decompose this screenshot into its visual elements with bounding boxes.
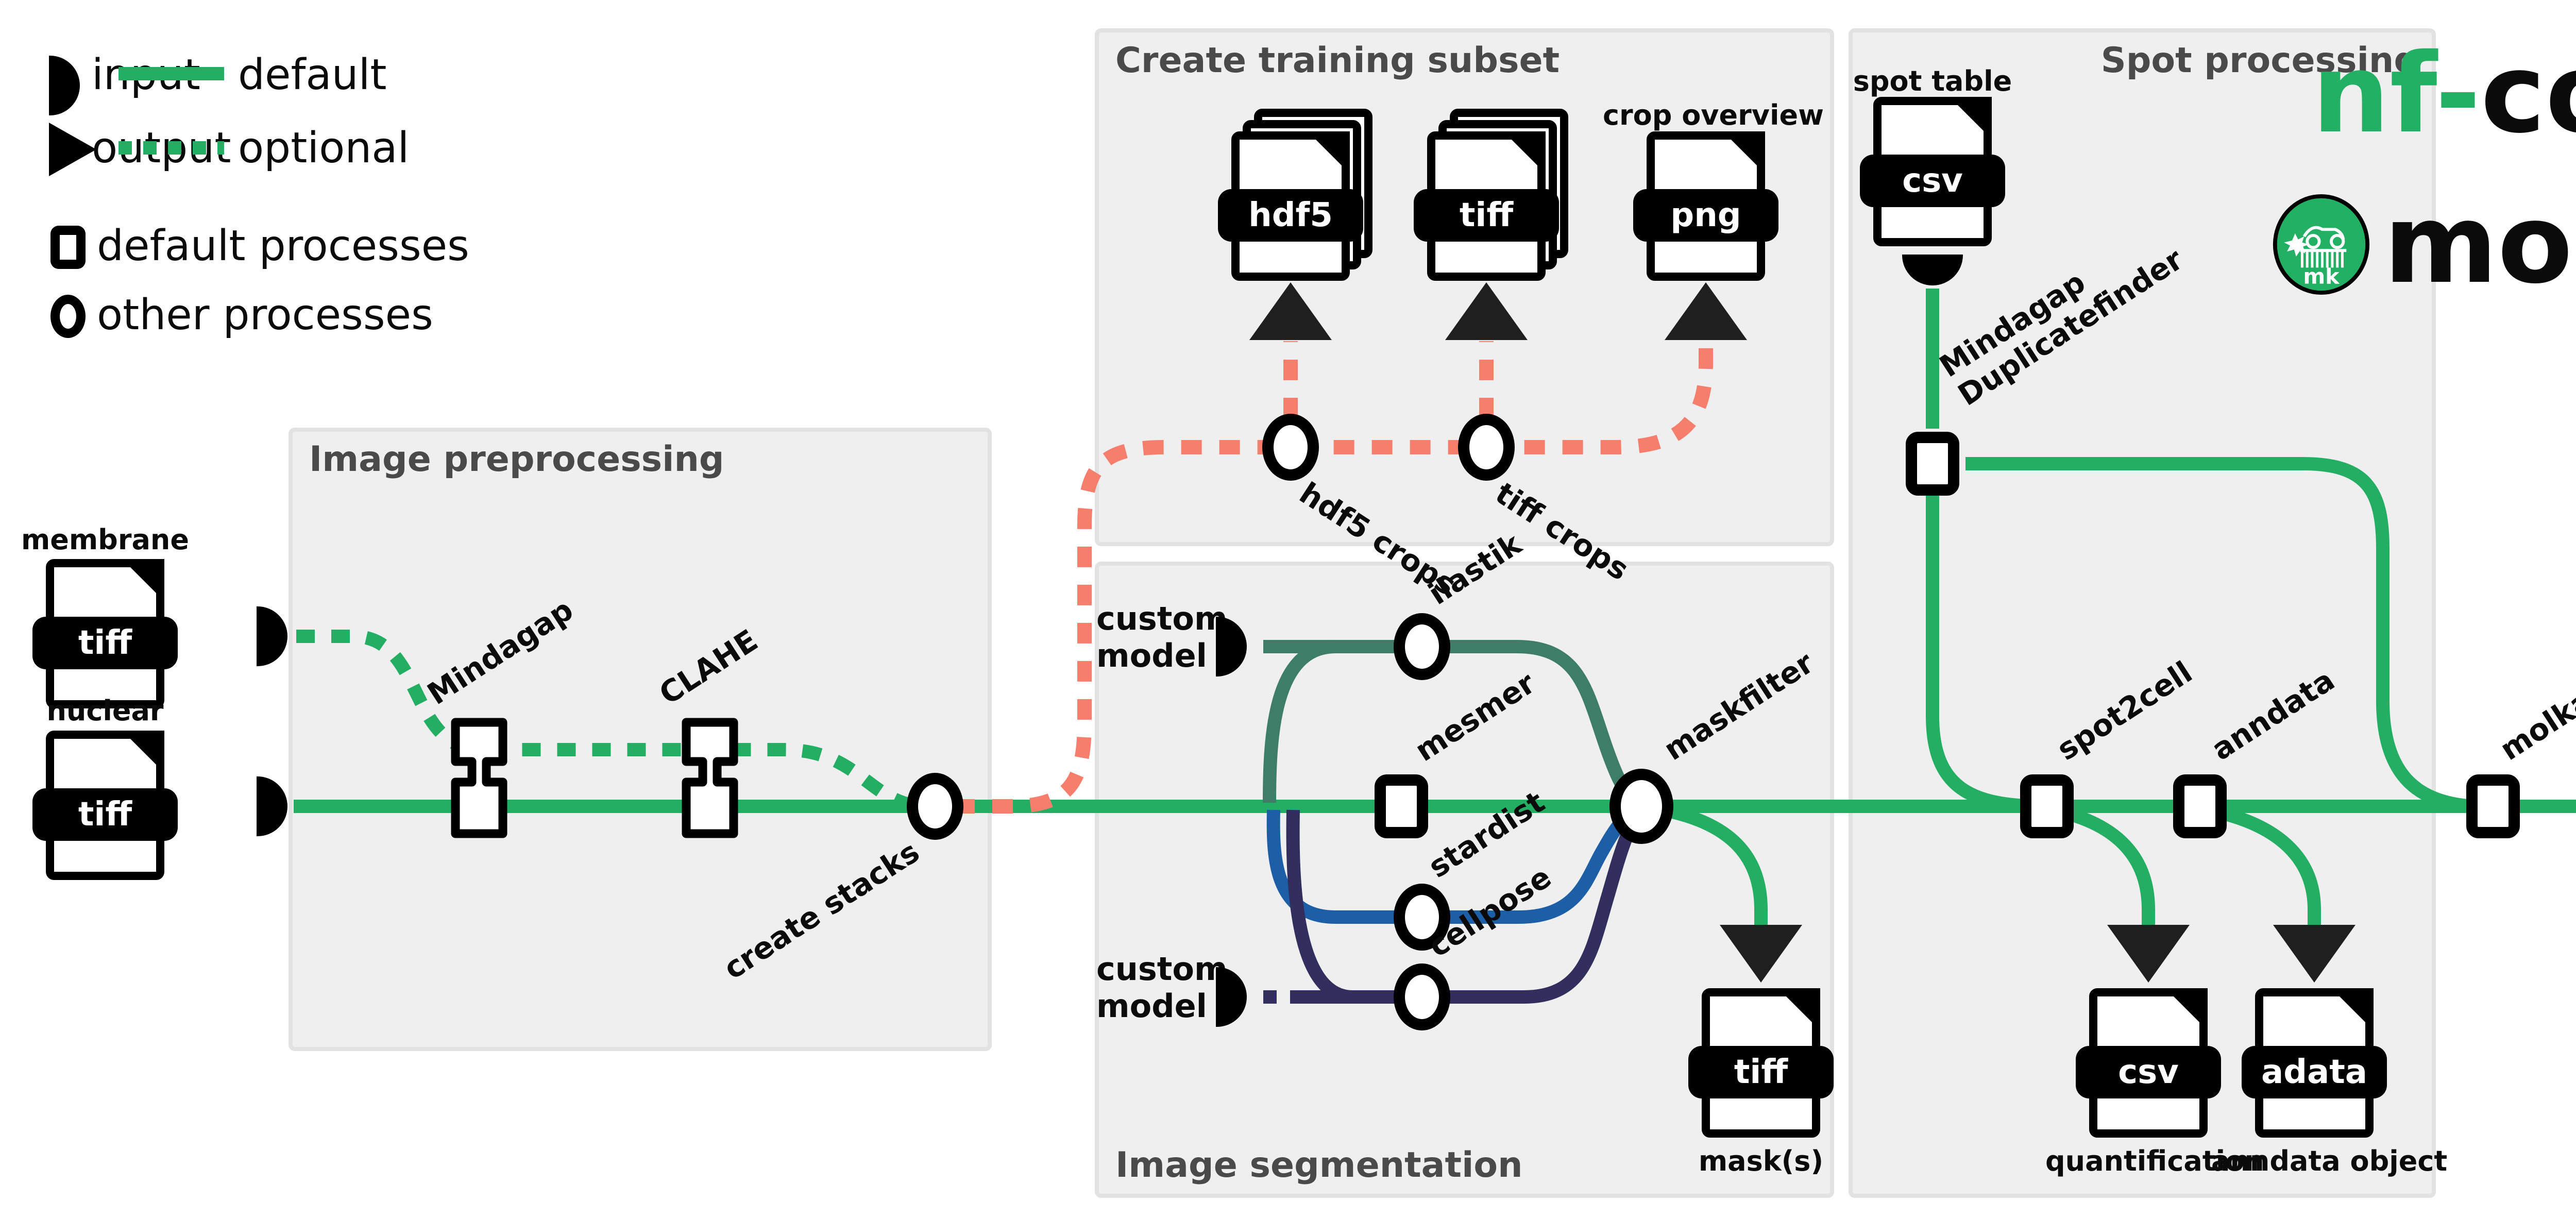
edge-createstacks-to-training (954, 341, 1713, 814)
filetype-banner: png (1633, 189, 1778, 242)
output-legend-icon (49, 123, 96, 176)
other-process-legend-icon (50, 295, 86, 338)
mindagap-process-node (451, 718, 507, 838)
create-stacks-process-node (907, 773, 963, 840)
filetype-banner: tiff (32, 617, 178, 669)
membrane-caption: membrane (21, 523, 189, 556)
filetype-banner: csv (1860, 155, 2005, 207)
badge-mk-text: mk (2303, 264, 2340, 289)
edge-anndata-to-object (2206, 803, 2321, 938)
edge-stardist-branch (1266, 809, 1519, 924)
filetype-banner: hdf5 (1218, 189, 1363, 242)
default-process-legend-icon (50, 226, 86, 269)
edge-maskfilter-to-mask (1650, 801, 1768, 938)
crop-overview-caption: crop overview (1603, 99, 1824, 131)
custom-model-line2: model (1096, 987, 1207, 1025)
default-line-legend-icon (118, 67, 224, 80)
edge-ilastik-riser (1263, 640, 1336, 803)
spot-table-csv-file-icon: csv (1860, 97, 2005, 246)
custom-model-top-caption: custom model (1096, 600, 1228, 674)
section-image-preprocessing (289, 428, 992, 1051)
molkart-logo: mk molkart (2271, 190, 2576, 299)
tiff-crops-process-node (1458, 414, 1515, 481)
quantification-caption: quantification (2045, 1145, 2264, 1177)
nuclear-caption: nuclear (46, 695, 164, 727)
mask-tiff-file-icon: tiff (1688, 988, 1834, 1138)
anndata-object-caption: anndata object (2211, 1145, 2448, 1177)
optional-line-legend-label: optional (238, 124, 410, 173)
custom-model-line2: model (1096, 637, 1207, 674)
other-processes-legend-label: other processes (97, 291, 433, 340)
filetype-banner: tiff (1688, 1046, 1834, 1098)
molkartqc-process-node (2466, 774, 2520, 838)
filetype-banner: csv (2076, 1046, 2221, 1098)
mesmer-process-node (1375, 774, 1428, 838)
filetype-banner: adata (2242, 1046, 2387, 1098)
edge-cellpose-riser (1286, 809, 1353, 1004)
default-processes-legend-label: default processes (97, 222, 469, 270)
filetype-banner: tiff (1414, 189, 1559, 242)
mask-caption: mask(s) (1698, 1145, 1824, 1177)
custom-model-bottom-caption: custom model (1096, 951, 1228, 1025)
anndata-output-arrow-icon (2273, 925, 2355, 983)
spot-table-caption: spot table (1853, 65, 2012, 97)
png-output-arrow-icon (1665, 282, 1747, 340)
clahe-process-node (682, 718, 738, 838)
membrane-tiff-file-icon: tiff (32, 559, 178, 708)
quantification-output-arrow-icon (2107, 925, 2190, 983)
custom-model-line1: custom (1096, 600, 1228, 637)
molkart-badge-icon: mk (2273, 194, 2369, 295)
logo-pipeline-name: molkart (2383, 180, 2576, 308)
section-title-spot: Spot processing (2100, 40, 2419, 81)
edge-duplicatefinder-to-molkartqc (1965, 457, 2476, 813)
logo-nf-text: nf- (2312, 30, 2481, 157)
optional-line-legend-icon (118, 141, 224, 155)
section-title-segmentation: Image segmentation (1115, 1145, 1523, 1186)
logo-core-text: core/ (2480, 30, 2576, 157)
default-line-legend-label: default (238, 50, 387, 99)
anndata-adata-file-icon: adata (2242, 988, 2387, 1138)
filetype-banner: tiff (32, 788, 178, 841)
quantification-csv-file-icon: csv (2076, 988, 2221, 1138)
hdf5-output-arrow-icon (1249, 282, 1332, 340)
edge-membrane-optional (296, 630, 923, 813)
hdf5-crops-process-node (1262, 414, 1319, 481)
edge-spot2cell-to-quantification (2052, 803, 2155, 938)
ilastik-process-node (1394, 613, 1450, 680)
duplicatefinder-process-node (1906, 432, 1959, 496)
maskfilter-process-node (1609, 769, 1673, 844)
tiff-crops-file-icon: tiff (1414, 109, 1568, 281)
spot2cell-process-node (2020, 774, 2074, 838)
section-title-training: Create training subset (1115, 40, 1560, 81)
cellpose-process-node (1394, 963, 1450, 1030)
png-overview-file-icon: png (1633, 131, 1778, 281)
anndata-process-node (2173, 774, 2227, 838)
tiff-output-arrow-icon (1445, 282, 1528, 340)
nf-core-logo: nf-core/ (2312, 39, 2576, 148)
section-title-preprocessing: Image preprocessing (309, 439, 724, 480)
hdf5-crops-file-icon: hdf5 (1218, 109, 1372, 281)
custom-model-line1: custom (1096, 950, 1228, 988)
mask-output-arrow-icon (1720, 925, 1802, 983)
nuclear-tiff-file-icon: tiff (32, 731, 178, 880)
edge-duplicatefinder-to-spot2cell (1926, 492, 2038, 813)
